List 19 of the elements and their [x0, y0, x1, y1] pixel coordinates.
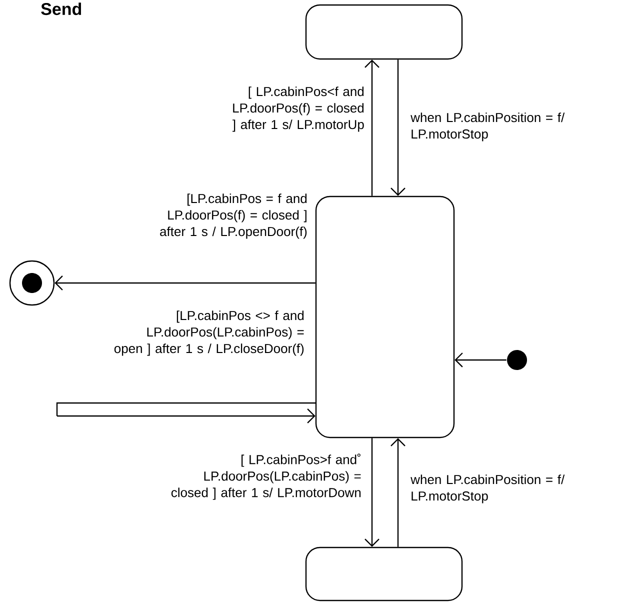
state-box [315, 196, 455, 438]
transition-arrow [54, 276, 316, 290]
diagram-title: Send [41, 2, 82, 16]
transition-arrow [390, 438, 406, 547]
final-state-symbol [9, 260, 55, 306]
edge-label: [ LP.cabinPos>f and˚ LP.doorPos(LP.cabinPos) = closed ] after 1 s/ LP.motorDown [171, 454, 361, 500]
state-box [305, 4, 463, 60]
edge-label: [LP.cabinPos = f and LP.doorPos(f) = closed ] after 1 s / LP.openDoor(f) [160, 194, 307, 239]
transition-arrow [454, 352, 506, 368]
edge-label: [ LP.cabinPos<f and LP.doorPos(f) = closed ] after 1 s/ LP.motorUp [232, 86, 364, 132]
transition-arrow [364, 438, 380, 547]
edge-label: when LP.cabinPosition = f/ LP.motorStop [410, 474, 565, 504]
initial-state-dot [507, 350, 527, 370]
transition-arrow [364, 60, 380, 196]
edge-label: when LP.cabinPosition = f/ LP.motorStop [410, 112, 565, 142]
edge-label: [LP.cabinPos <> f and LP.doorPos(LP.cabinPos) = open ] after 1 s / LP.closeDoor(f) [114, 310, 304, 356]
transition-arrow [57, 408, 316, 424]
state-box [305, 546, 463, 602]
transition-arrow [390, 60, 406, 196]
